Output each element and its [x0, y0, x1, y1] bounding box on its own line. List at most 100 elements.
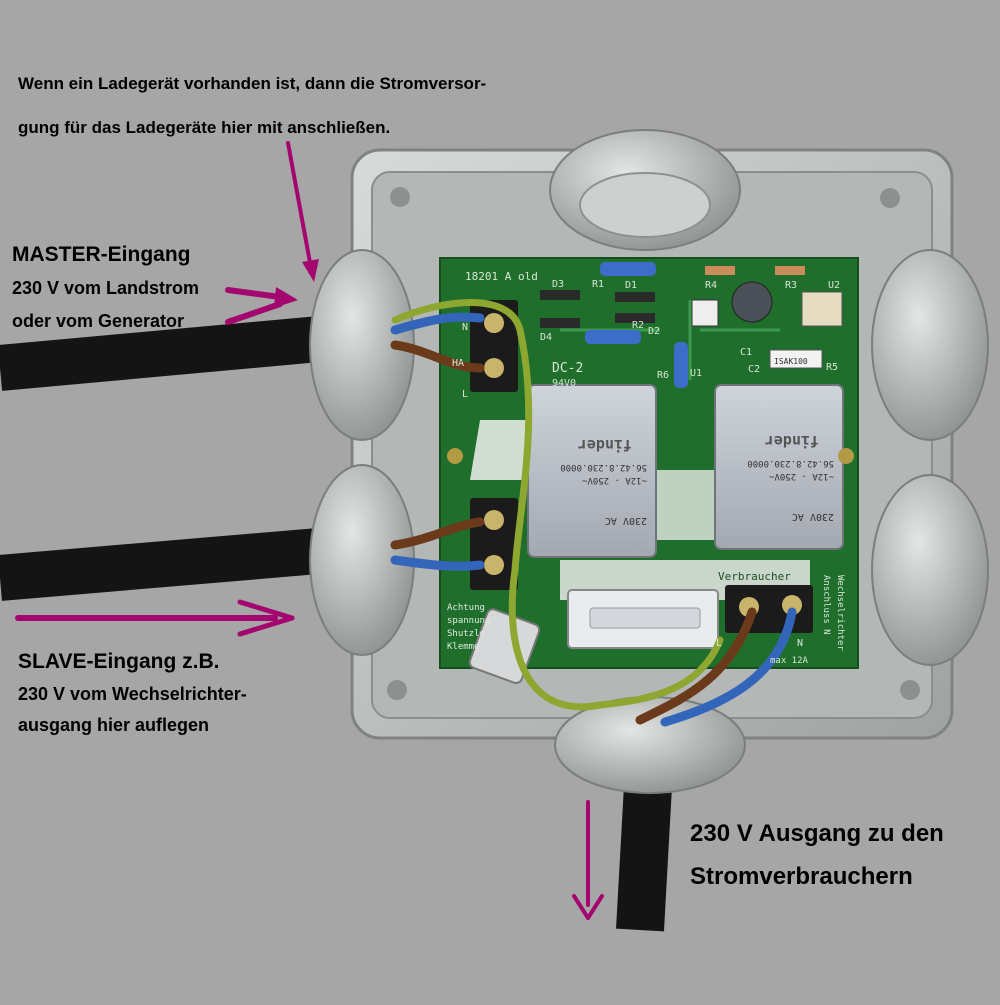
- master-input-title: MASTER-Eingang: [12, 243, 191, 266]
- terminal-screw: [484, 358, 504, 378]
- charger-arrow: [286, 141, 319, 282]
- pcb-label-u2: U2: [828, 280, 840, 291]
- terminal-screw: [484, 313, 504, 333]
- resistor-r4: [705, 266, 735, 275]
- pcb-label-r3: R3: [785, 280, 797, 291]
- resistor-r1: [600, 262, 656, 276]
- pcb-output-rating: max 12A: [770, 656, 809, 666]
- pcb-side-label-2: Wechselrichter: [835, 575, 845, 651]
- pcb-warning-3: Shutzle: [447, 629, 485, 639]
- output-line-1: 230 V Ausgang zu den: [690, 820, 944, 847]
- pcb-label-c1: C1: [740, 347, 752, 358]
- pcb-label-r1: R1: [592, 279, 604, 290]
- gland-top-opening: [579, 172, 711, 238]
- slave-input-line-1: 230 V vom Wechselrichter-: [18, 684, 247, 704]
- cable-glands: [309, 129, 989, 794]
- pcb-label-d1: D1: [625, 280, 637, 291]
- pcb-terminal-l: L: [462, 389, 468, 400]
- relay-left-coil: 230V AC: [605, 515, 647, 526]
- pcb-label-c2: C2: [748, 364, 760, 375]
- pcb-warning-1: Achtung: [447, 603, 485, 613]
- pcb-label-r5: R5: [826, 362, 838, 373]
- slave-arrow: [15, 599, 295, 637]
- pcb-board-id: 18201 A old: [465, 270, 538, 283]
- master-arrow: [225, 287, 298, 325]
- optocoupler-u1-top: [691, 299, 719, 327]
- diode-d4: [540, 318, 580, 328]
- internal-wires: [390, 299, 797, 727]
- pcb-markings: 18201 A old DC-2 94V0 D3 R1 D1 D4 R2 D2 …: [447, 270, 845, 666]
- pcb-label-d3: D3: [552, 279, 564, 290]
- resistor-r3: [775, 266, 805, 275]
- master-input-line-1: 230 V vom Landstrom: [12, 278, 200, 298]
- relay-markings: 230V AC ~12A - 250V~ 56.42.8.230.0000 fi…: [560, 432, 834, 526]
- pcb-ul-mark: DC-2: [552, 361, 583, 376]
- chip-u2: [801, 291, 843, 327]
- wire-brown: [390, 517, 485, 550]
- screw-hole-bottom-left: [387, 680, 407, 700]
- charger-hint-line-2: gung für das Ladegeräte hier mit anschli…: [18, 118, 391, 137]
- wire-brown: [635, 607, 757, 725]
- terminal-screw: [484, 555, 504, 575]
- relay-right-rating: ~12A - 250V~: [768, 471, 834, 481]
- diode-d2: [615, 313, 655, 323]
- pcb-terminal-n: N: [462, 322, 468, 333]
- charger-hint-line-1: Wenn ein Ladegerät vorhanden ist, dann d…: [18, 74, 487, 93]
- slave-cable: [0, 527, 332, 601]
- relay-left-rating: ~12A - 250V~: [581, 475, 647, 485]
- component-c2: [769, 349, 823, 369]
- screw-hole-top-left: [390, 187, 410, 207]
- wire-blue: [390, 555, 485, 571]
- pcb-label-d4: D4: [540, 332, 552, 343]
- pcb-warning-2: spannung: [447, 616, 490, 626]
- relay-right: [714, 384, 844, 550]
- fuse: [589, 607, 701, 629]
- relay-right-brand: finder: [765, 432, 819, 450]
- pcb-label-r6: R6: [657, 370, 669, 381]
- pcb-warning-4: Klemme: [447, 642, 480, 652]
- wire-blue: [660, 607, 797, 727]
- pcb-silkscreen-area: [655, 470, 720, 540]
- pcb-output-label: Verbraucher: [718, 570, 791, 583]
- output-line-2: Stromverbrauchern: [690, 863, 913, 890]
- wire-blue: [390, 312, 485, 335]
- resistor-r6: [674, 342, 688, 388]
- slave-input-line-2: ausgang hier auflegen: [18, 715, 210, 735]
- pcb-ul-rating: 94V0: [552, 378, 576, 389]
- screw-hole-bottom-right: [900, 680, 920, 700]
- wire-brown: [390, 340, 485, 373]
- output-arrow: [572, 800, 604, 920]
- screw-hole-top-right: [880, 188, 900, 208]
- wire-earth: [391, 299, 724, 711]
- terminal-screw: [782, 595, 802, 615]
- pcb-output-terminal-l: L: [716, 638, 722, 649]
- master-cable: [0, 315, 333, 391]
- diode-d3: [540, 290, 580, 300]
- pcb-label-u1: U1: [690, 368, 702, 379]
- relay-right-coil: 230V AC: [792, 511, 834, 522]
- mounting-screw: [838, 448, 854, 464]
- pcb-silkscreen-area: [470, 420, 540, 480]
- capacitor-c1: [731, 281, 773, 323]
- pcb-label-r2: R2: [632, 320, 644, 331]
- pcb-output-terminal-n: N: [797, 638, 803, 649]
- relay-left-part: 56.42.8.230.0000: [560, 462, 647, 472]
- master-input-line-2: oder vom Generator: [12, 311, 185, 331]
- relay-left-brand: finder: [578, 436, 632, 454]
- resistor-r2: [585, 330, 641, 344]
- pcb-side-label-1: Anschluss N: [821, 575, 831, 635]
- slave-input-title: SLAVE-Eingang z.B.: [18, 650, 220, 673]
- pcb-terminal-ha: HA: [452, 358, 464, 369]
- pcb-label-r4: R4: [705, 280, 717, 291]
- terminal-screw: [484, 510, 504, 530]
- mounting-screw: [447, 448, 463, 464]
- relay-right-part: 56.42.8.230.0000: [747, 458, 834, 468]
- annotation-arrows: [15, 141, 604, 920]
- diode-d1: [615, 292, 655, 302]
- pcb-label-d2: D2: [648, 326, 660, 337]
- gland-right-lower: [871, 474, 989, 666]
- gland-right-upper: [871, 249, 989, 441]
- pcb-label-isak: ISAK100: [774, 357, 808, 366]
